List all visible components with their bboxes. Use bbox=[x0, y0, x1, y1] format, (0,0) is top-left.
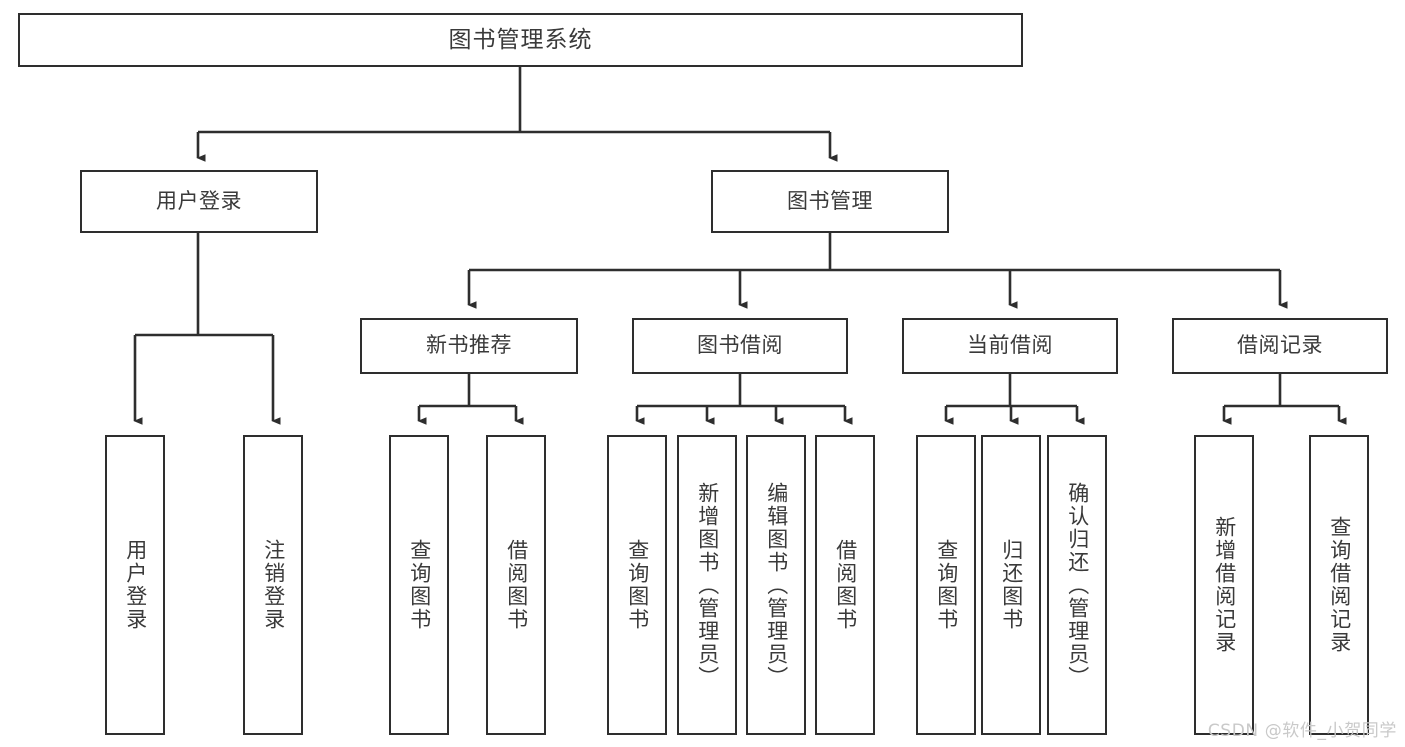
node-label: 查询图书 bbox=[934, 539, 959, 631]
leaf-current-borrow-return-book[interactable]: 归还图书 bbox=[981, 435, 1041, 735]
node-current-borrow[interactable]: 当前借阅 bbox=[902, 318, 1118, 374]
leaf-new-book-query-book[interactable]: 查询图书 bbox=[389, 435, 449, 735]
node-root-book-management-system[interactable]: 图书管理系统 bbox=[18, 13, 1023, 67]
node-label: 新书推荐 bbox=[426, 333, 512, 358]
node-label: 新增图书（管理员） bbox=[695, 481, 720, 689]
node-label: 借阅图书 bbox=[833, 539, 858, 631]
node-label: 归还图书 bbox=[999, 539, 1024, 631]
node-new-book-recommend[interactable]: 新书推荐 bbox=[360, 318, 578, 374]
leaf-current-borrow-confirm-return-admin[interactable]: 确认归还（管理员） bbox=[1047, 435, 1107, 735]
node-label: 图书管理系统 bbox=[448, 26, 593, 53]
node-book-management[interactable]: 图书管理 bbox=[711, 170, 949, 233]
csdn-watermark: CSDN @软件_小贺同学 bbox=[1207, 721, 1397, 741]
node-label: 用户登录 bbox=[156, 188, 242, 213]
node-label: 新增借阅记录 bbox=[1212, 516, 1237, 654]
leaf-book-borrow-query-book[interactable]: 查询图书 bbox=[607, 435, 667, 735]
leaf-user-login-logout[interactable]: 注销登录 bbox=[243, 435, 303, 735]
node-label: 查询图书 bbox=[625, 539, 650, 631]
leaf-book-borrow-borrow-book[interactable]: 借阅图书 bbox=[815, 435, 875, 735]
node-label: 查询图书 bbox=[407, 539, 432, 631]
node-label: 注销登录 bbox=[261, 539, 286, 631]
leaf-current-borrow-query-book[interactable]: 查询图书 bbox=[916, 435, 976, 735]
node-book-borrow[interactable]: 图书借阅 bbox=[632, 318, 848, 374]
node-borrow-record[interactable]: 借阅记录 bbox=[1172, 318, 1388, 374]
node-user-login[interactable]: 用户登录 bbox=[80, 170, 318, 233]
leaf-new-book-borrow-book[interactable]: 借阅图书 bbox=[486, 435, 546, 735]
node-label: 查询借阅记录 bbox=[1327, 516, 1352, 654]
leaf-borrow-record-add-record[interactable]: 新增借阅记录 bbox=[1194, 435, 1254, 735]
node-label: 借阅图书 bbox=[504, 539, 529, 631]
leaf-book-borrow-edit-book-admin[interactable]: 编辑图书（管理员） bbox=[746, 435, 806, 735]
leaf-book-borrow-add-book-admin[interactable]: 新增图书（管理员） bbox=[677, 435, 737, 735]
node-label: 图书管理 bbox=[787, 188, 873, 213]
leaf-user-login-login[interactable]: 用户登录 bbox=[105, 435, 165, 735]
node-label: 借阅记录 bbox=[1237, 333, 1323, 358]
node-label: 图书借阅 bbox=[697, 333, 783, 358]
leaf-borrow-record-query-record[interactable]: 查询借阅记录 bbox=[1309, 435, 1369, 735]
node-label: 用户登录 bbox=[123, 539, 148, 631]
node-label: 编辑图书（管理员） bbox=[764, 481, 789, 689]
node-label: 确认归还（管理员） bbox=[1065, 481, 1090, 689]
node-label: 当前借阅 bbox=[967, 333, 1053, 358]
